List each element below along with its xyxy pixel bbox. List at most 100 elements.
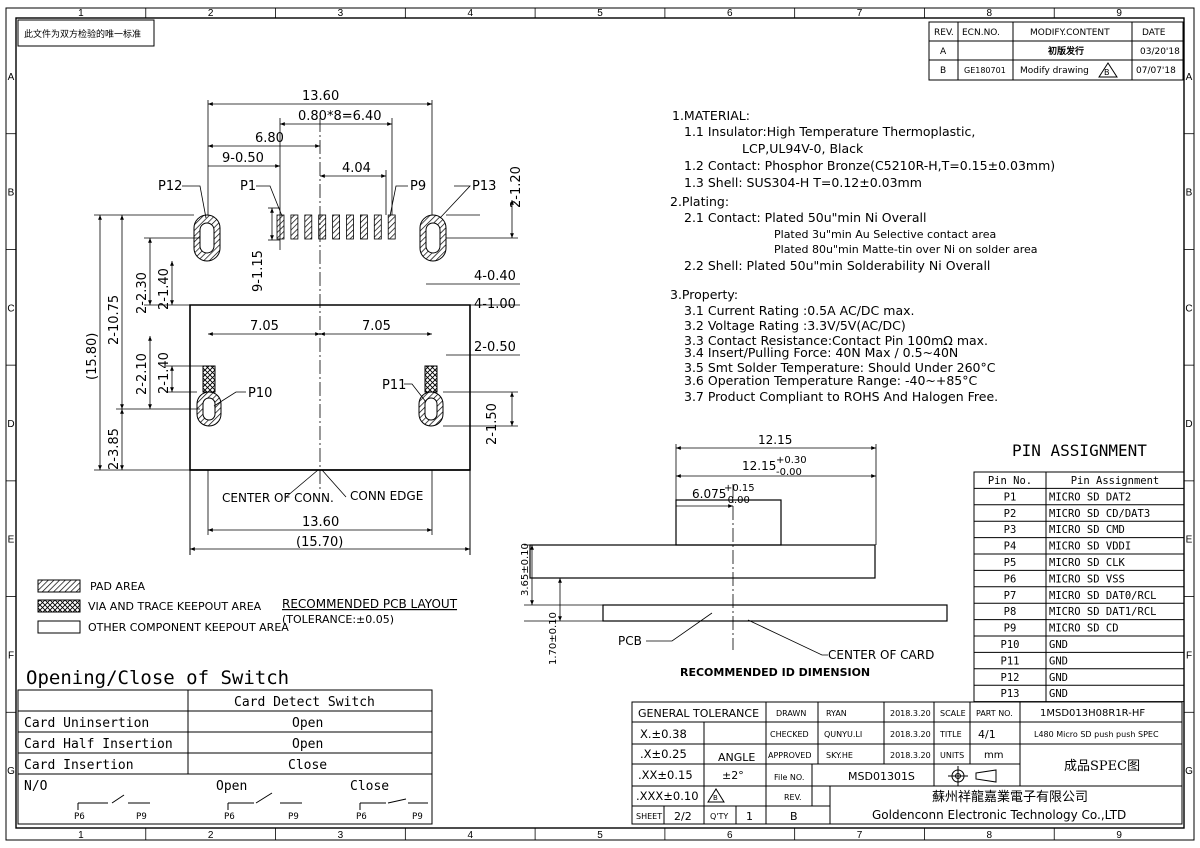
pin-row-number: P13: [1001, 688, 1020, 700]
tb-general-tolerance: GENERAL TOLERANCE: [638, 707, 759, 720]
tb-tol-xx: .X±0.25: [640, 747, 687, 761]
pad-p12: [193, 214, 221, 262]
signal-pad: [373, 214, 382, 240]
tb-part-no-val: 1MSD013H08R1R-HF: [1040, 708, 1145, 719]
tb-rev: REV.: [784, 793, 802, 802]
zone-row-label: E: [1186, 535, 1193, 546]
tb-approved-date: 2018.3.20: [890, 751, 931, 760]
zone-col-label: 3: [338, 830, 344, 841]
zone-col-label: 6: [727, 8, 733, 19]
spec-2-2: 2.2 Shell: Plated 50u"min Solderability …: [684, 258, 990, 273]
pin-row-assignment: MICRO SD DAT0/RCL: [1049, 590, 1156, 602]
tb-approved: APPROVED: [768, 751, 812, 760]
tb-drawn-name: RYAN: [826, 709, 847, 718]
projection-symbol: [948, 766, 997, 786]
pin-row-number: P7: [1004, 590, 1017, 602]
switch-open-p9: P9: [288, 812, 299, 822]
tb-angle: ANGLE: [718, 751, 755, 764]
id-dim-6-075-plus: +0.15: [724, 483, 755, 494]
pin-row-number: P10: [1001, 639, 1020, 651]
pin-row-assignment: MICRO SD DAT2: [1049, 491, 1131, 503]
tb-tol-x: X.±0.38: [640, 727, 687, 741]
rev-a-date: 03/20'18: [1140, 47, 1180, 57]
tb-scale: SCALE: [940, 709, 966, 718]
spec-2-1: 2.1 Contact: Plated 50u"min Ni Overall: [684, 210, 926, 225]
top-note: 此文件为双方检验的唯一标准: [24, 28, 141, 40]
dim-9-1-15: 9-1.15: [251, 250, 266, 292]
pcb-tolerance: (TOLERANCE:±0.05): [282, 613, 394, 626]
switch-no-label: N/O: [24, 779, 48, 794]
tb-drawn-date: 2018.3.20: [890, 709, 931, 718]
spec-1-1b: LCP,UL94V-0, Black: [742, 141, 864, 156]
id-dim-1-70: 1.70±0.10: [548, 612, 559, 665]
spec-3-3: 3.3 Contact Resistance:Contact Pin 100mΩ…: [684, 333, 988, 348]
id-dim-6-075-base: 6.075: [692, 487, 726, 501]
tb-rev-val: B: [790, 810, 798, 823]
id-center-of-card-label: CENTER OF CARD: [828, 648, 934, 662]
dim-7-05-left: 7.05: [250, 319, 279, 334]
tb-sheet: SHEET: [636, 812, 662, 821]
zone-col-label: 5: [597, 830, 603, 841]
id-pcb-label: PCB: [618, 634, 642, 648]
switch-table: Card Detect Switch Card Uninsertion Open…: [17, 689, 433, 825]
tb-title: TITLE: [939, 730, 962, 739]
tb-qty-val: 1: [746, 810, 753, 823]
tb-company-en: Goldenconn Electronic Technology Co.,LTD: [872, 808, 1126, 822]
pin-row-assignment: GND: [1049, 655, 1068, 667]
zone-row-label: D: [1185, 419, 1192, 430]
legend-pad-label: PAD AREA: [90, 580, 146, 593]
pad-p11: [418, 365, 444, 427]
signal-pad: [387, 214, 396, 240]
dim-7-05-right: 7.05: [362, 319, 391, 334]
pin-row-assignment: MICRO SD CMD: [1049, 524, 1125, 536]
tb-part-no: PART NO.: [976, 709, 1013, 718]
pin-row-assignment: MICRO SD VSS: [1049, 573, 1125, 585]
spec-1-3: 1.3 Shell: SUS304-H T=0.12±0.03mm: [684, 175, 922, 190]
id-dim-12-15-base: 12.15: [742, 459, 776, 473]
pin-row-assignment: MICRO SD CLK: [1049, 557, 1126, 569]
tb-file-no: File NO.: [774, 773, 804, 782]
pin-row-number: P8: [1004, 606, 1017, 618]
tb-spec-cn: 成品SPEC图: [1064, 759, 1140, 774]
dim-2-1-40-lower: 2-1.40: [157, 352, 172, 394]
tb-angle-val: ±2°: [722, 769, 744, 782]
zone-row-label: E: [8, 535, 15, 546]
id-dim-12-15-minus: -0.00: [776, 467, 802, 478]
center-of-conn-label: CENTER OF CONN.: [222, 491, 334, 505]
zone-col-label: 1: [78, 830, 84, 841]
dim-2-1-40-upper: 2-1.40: [157, 268, 172, 310]
spec-material-head: 1.MATERIAL:: [672, 108, 750, 123]
zone-row-label: B: [1186, 188, 1193, 199]
pcb-board: [602, 604, 948, 622]
rev-header-ecn: ECN.NO.: [962, 28, 1000, 38]
pin-row-assignment: GND: [1049, 688, 1068, 700]
revision-table: REV. ECN.NO. MODIFY.CONTENT DATE A 初版发行 …: [928, 21, 1184, 81]
pin-row-number: P2: [1004, 508, 1017, 520]
zone-row-label: F: [1186, 650, 1192, 661]
pin-row-number: P1: [1004, 491, 1017, 503]
card-body: [675, 499, 782, 546]
pin-row-number: P5: [1004, 557, 1017, 569]
dim-13-60-bottom: 13.60: [302, 515, 339, 530]
zone-col-label: 3: [338, 8, 344, 19]
zone-row-label: C: [1185, 303, 1192, 314]
switch-row-2-value: Open: [292, 737, 323, 752]
zone-col-label: 2: [208, 8, 214, 19]
switch-close-label: Close: [350, 779, 389, 794]
pin-row-assignment: MICRO SD CD/DAT3: [1049, 508, 1150, 520]
zone-row-label: D: [7, 419, 14, 430]
signal-pads: [276, 214, 396, 240]
dim-4-0-40: 4-0.40: [474, 269, 516, 284]
tb-units: UNITS: [940, 751, 964, 760]
tb-drawn: DRAWN: [776, 709, 806, 718]
pin-label-p13: P13: [472, 179, 496, 194]
tb-file-no-val: MSD01301S: [848, 770, 915, 783]
pad-p13: [419, 214, 447, 262]
legend-other-swatch: [37, 620, 81, 634]
id-dimension: 12.15 12.15 +0.30 -0.00 6.075 +0.15 -0.0…: [520, 433, 948, 679]
tb-tol-xxx: .XX±0.15: [638, 768, 693, 782]
pin-row-assignment: MICRO SD VDDI: [1049, 541, 1131, 553]
id-dim-3-65: 3.65±0.10: [520, 543, 531, 596]
zone-row-label: B: [8, 188, 15, 199]
pin-row-number: P6: [1004, 573, 1017, 585]
